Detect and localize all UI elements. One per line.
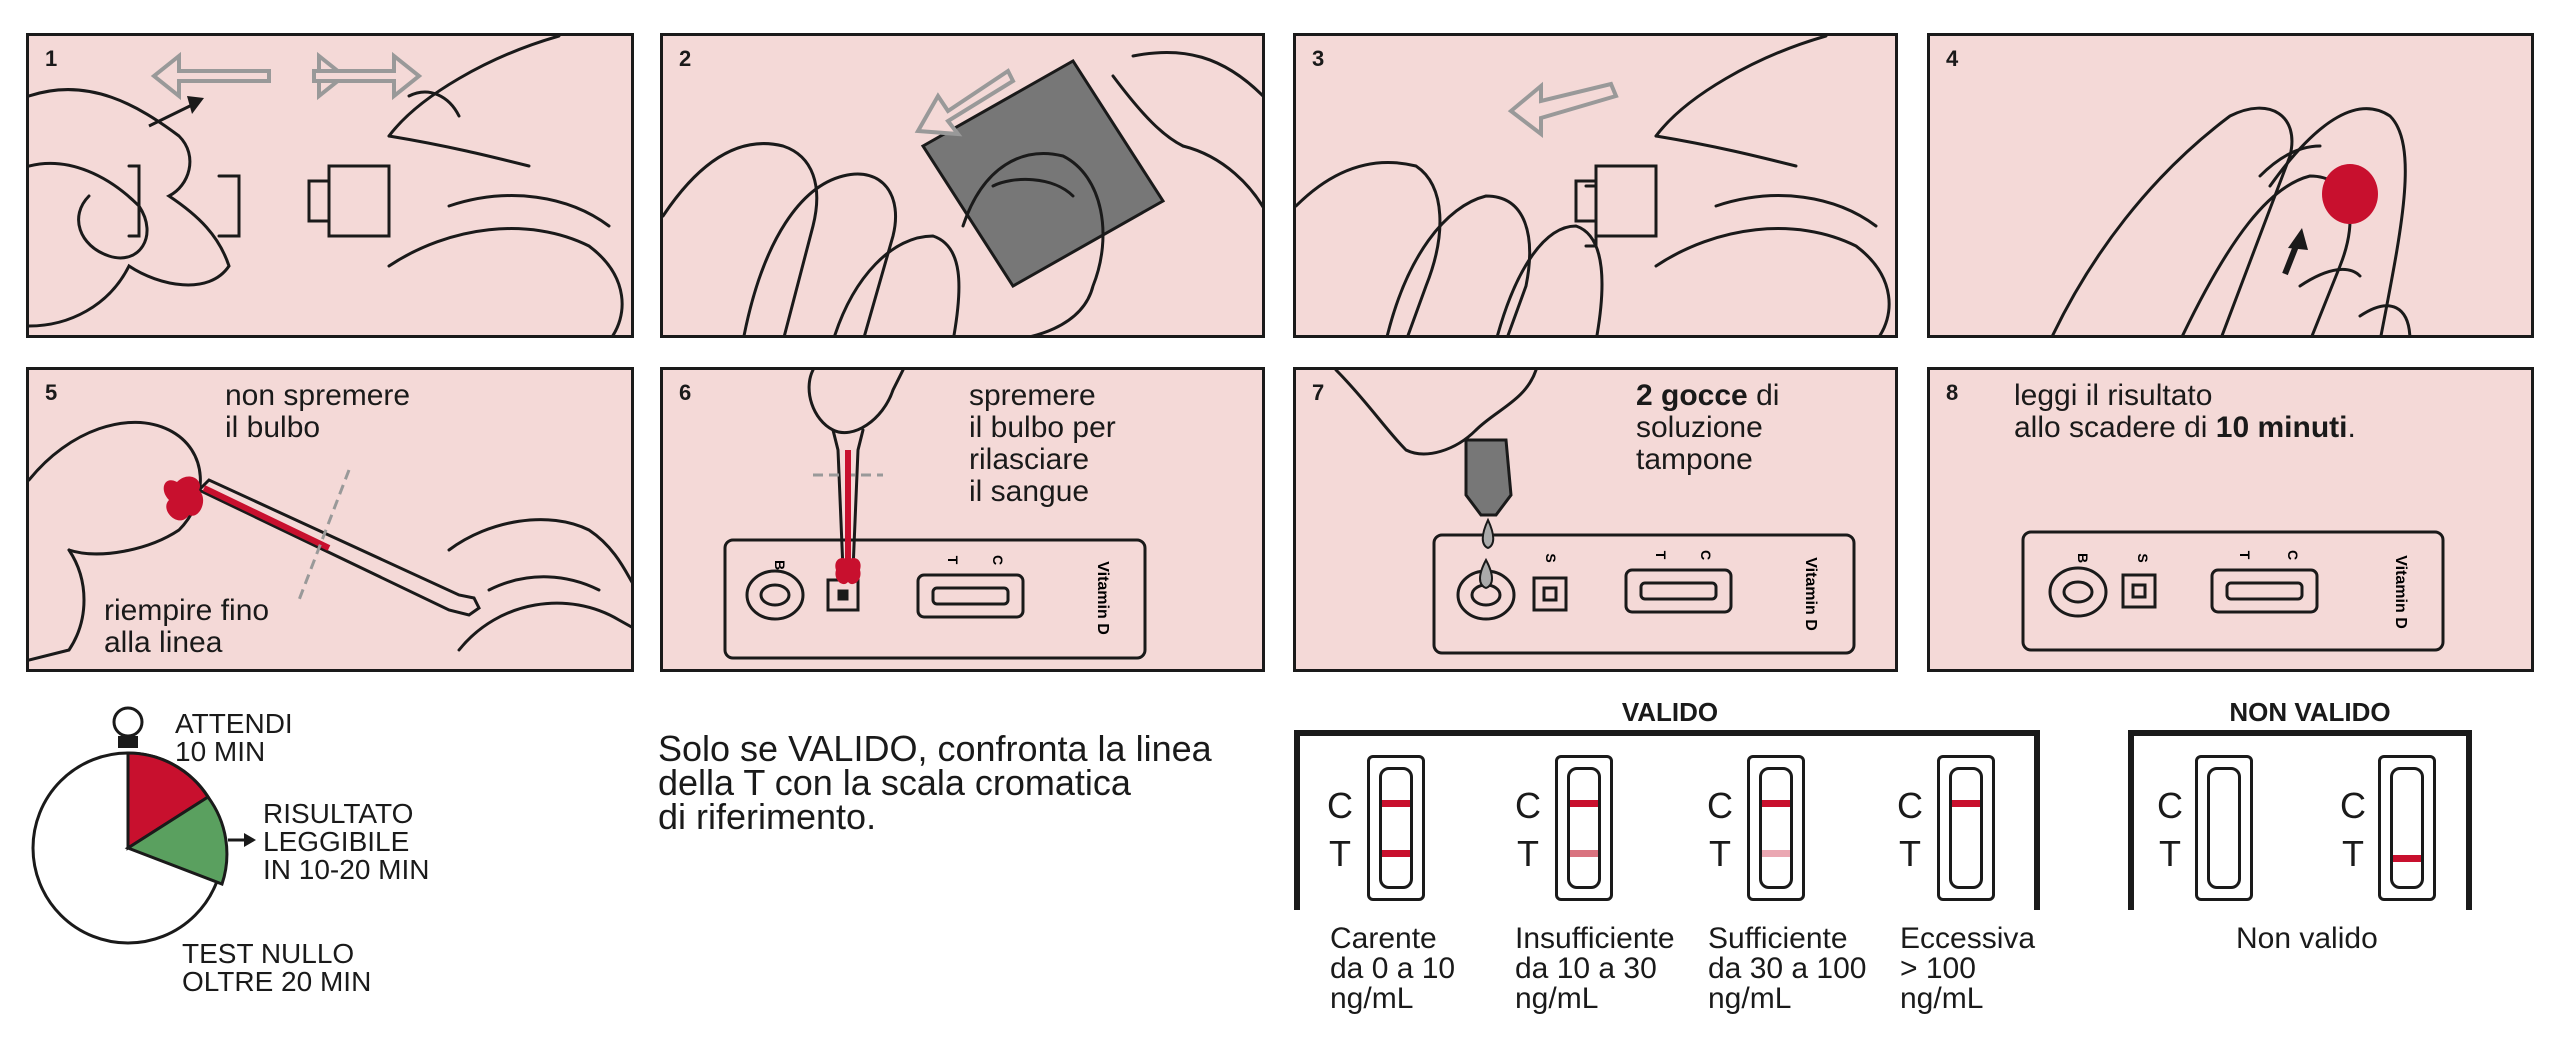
- control-line: [1762, 800, 1790, 807]
- step-4-illustration: [2051, 106, 2412, 335]
- invalid-label: Non valido: [2236, 922, 2378, 955]
- invalid-strip-2: C T: [2338, 755, 2478, 905]
- step-panel-5: 5 non spremere il bulbo riempire fino al…: [26, 367, 634, 672]
- cassette-label-c: C: [990, 555, 1006, 565]
- test-line: [1570, 850, 1598, 857]
- step-number: 2: [679, 46, 692, 71]
- step-number: 8: [1946, 380, 1959, 405]
- step-number: 6: [679, 380, 692, 405]
- cassette-label-t: T: [1653, 551, 1669, 560]
- result-label-sufficiente: Sufficiente da 30 a 100 ng/mL: [1708, 922, 1867, 1015]
- invalid-frame: [2128, 730, 2472, 910]
- timer-wait-label: ATTENDI 10 MIN: [175, 708, 293, 767]
- control-line: [1952, 800, 1980, 807]
- step-number: 3: [1312, 46, 1325, 71]
- step-6-illustration: B T C Vitamin D: [723, 370, 1147, 660]
- cassette-brand: Vitamin D: [1094, 561, 1111, 635]
- step-8-text: leggi il risultato allo scadere di 10 mi…: [2014, 379, 2356, 444]
- timer-wait-segment: [126, 751, 211, 851]
- control-line: [1382, 800, 1410, 807]
- cassette-label-s: S: [1543, 553, 1559, 562]
- cassette-label-b: B: [772, 560, 788, 570]
- test-line: [1762, 850, 1790, 857]
- timer-icon: [31, 706, 256, 945]
- result-label-eccessiva: Eccessiva > 100 ng/mL: [1900, 922, 2036, 1015]
- step-panel-7: 7 2 gocce di soluzione tampone S T C Vit…: [1293, 367, 1898, 672]
- cassette-label-b: B: [2075, 553, 2091, 563]
- test-line: [1382, 850, 1410, 857]
- step-5-text-bottom: riempire fino alla linea: [104, 594, 270, 659]
- step-panel-6: 6 spremere il bulbo per rilasciare il sa…: [660, 367, 1265, 672]
- step-number: 7: [1312, 380, 1325, 405]
- step-panel-3: 3: [1293, 33, 1898, 338]
- invalid-strip-1: C T: [2155, 755, 2295, 905]
- control-line: [1570, 800, 1598, 807]
- step-number: 5: [45, 380, 58, 405]
- blood-drop: [163, 476, 204, 521]
- step-5-illustration: [29, 420, 631, 662]
- step-5-text-top: non spremere il bulbo: [225, 379, 411, 444]
- result-label-insufficiente: Insufficiente da 10 a 30 ng/mL: [1515, 922, 1675, 1015]
- step-6-text: spremere il bulbo per rilasciare il sang…: [969, 379, 1116, 508]
- step-panel-1: 1: [26, 33, 634, 338]
- invalid-title: NON VALIDO: [2229, 697, 2391, 727]
- result-strip-sufficiente: C T: [1705, 755, 1845, 905]
- cassette-label-s: S: [2135, 553, 2151, 562]
- step-panel-2: 2: [660, 33, 1265, 338]
- instruction-text: Solo se VALIDO, confronta la linea della…: [658, 728, 1212, 837]
- cassette-label-t: T: [2237, 551, 2253, 560]
- timer-readable-label: RISULTATO LEGGIBILE IN 10-20 MIN: [263, 798, 430, 885]
- test-line: [2393, 855, 2421, 862]
- cassette-label-c: C: [1698, 550, 1714, 560]
- step-7-illustration: S T C Vitamin D: [1334, 370, 1856, 655]
- timer-null-label: TEST NULLO OLTRE 20 MIN: [182, 938, 372, 997]
- valid-frame: [1294, 730, 2040, 910]
- blood-drop: [2322, 164, 2378, 224]
- timer-readable-segment: [124, 794, 229, 886]
- step-number: 4: [1946, 46, 1959, 71]
- result-strip-eccessiva: C T: [1895, 755, 2035, 905]
- step-1-illustration: [29, 36, 624, 335]
- step-2-illustration: [663, 50, 1262, 335]
- step-panel-8: 8 leggi il risultato allo scadere di 10 …: [1927, 367, 2534, 672]
- result-strip-carente: C T: [1325, 755, 1465, 905]
- step-3-illustration: [1296, 36, 1891, 335]
- cassette-label-t: T: [945, 556, 961, 565]
- step-7-text: 2 gocce di soluzione tampone: [1636, 379, 1780, 476]
- cassette-label-c: C: [2285, 550, 2301, 560]
- timer-section: ATTENDI 10 MIN RISULTATO LEGGIBILE IN 10…: [20, 700, 440, 1040]
- blood-drop: [835, 558, 861, 585]
- cassette-brand: Vitamin D: [1802, 557, 1819, 631]
- result-strip-insufficiente: C T: [1513, 755, 1653, 905]
- step-8-illustration: B S T C Vitamin D: [2021, 530, 2445, 652]
- valid-title: VALIDO: [1621, 697, 1719, 727]
- result-label-carente: Carente da 0 a 10 ng/mL: [1330, 922, 1456, 1015]
- arrow-up-icon: [2288, 228, 2308, 250]
- step-panel-4: 4: [1927, 33, 2534, 338]
- arrow-right-icon: [244, 833, 256, 847]
- step-number: 1: [45, 46, 58, 71]
- cassette-brand: Vitamin D: [2392, 555, 2409, 629]
